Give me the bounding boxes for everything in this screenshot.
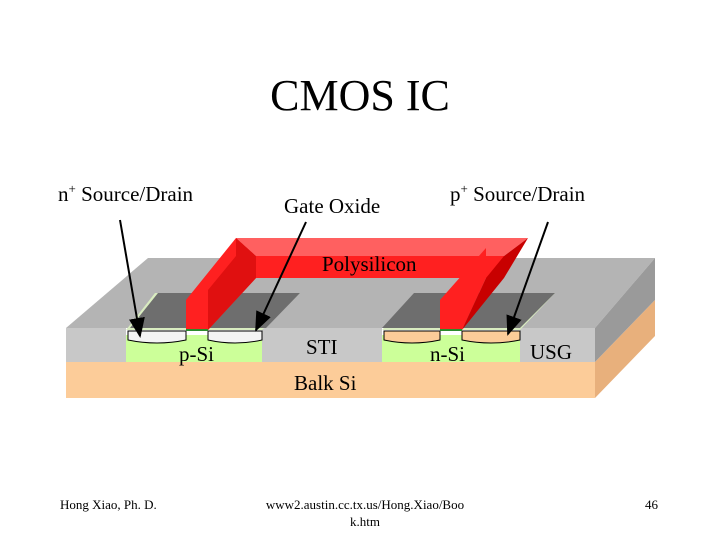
pmos-right-sd — [461, 330, 521, 344]
p-source-drain-sup: + — [460, 181, 468, 196]
footer-url-line1: www2.austin.cc.tx.us/Hong.Xiao/Boo — [265, 497, 465, 512]
nmos-left-sd — [127, 330, 187, 344]
polysilicon-label: Polysilicon — [322, 252, 417, 276]
polysilicon-pmos-leg-front — [440, 248, 486, 330]
n-source-drain-sup: + — [68, 181, 76, 196]
n-source-drain-label: n+ Source/Drain — [58, 181, 193, 207]
usg-right-front — [520, 328, 595, 362]
p-si-label: p-Si — [179, 342, 215, 366]
n-source-drain-prefix: n — [58, 182, 69, 206]
footer-author: Hong Xiao, Ph. D. — [60, 497, 157, 512]
balk-si-label: Balk Si — [294, 371, 357, 395]
nmos-right-sd — [207, 330, 263, 344]
footer-url-line2: k.htm — [350, 514, 380, 529]
sti-label: STI — [306, 335, 338, 359]
substrate-front — [66, 362, 595, 398]
p-source-drain-text: Source/Drain — [467, 182, 586, 206]
polysilicon-nmos-leg-side — [208, 238, 256, 330]
pmos-left-sd — [383, 330, 441, 344]
polysilicon-pmos-leg-side — [462, 238, 528, 330]
usg-left-front — [66, 328, 126, 362]
polysilicon-top — [236, 238, 528, 256]
n-si-label: n-Si — [430, 342, 466, 366]
sti-front — [262, 328, 382, 362]
arrow-n-source-drain — [119, 219, 145, 338]
p-source-drain-prefix: p — [450, 182, 461, 206]
footer-page-number: 46 — [645, 497, 658, 512]
usg-label: USG — [530, 340, 573, 364]
usg-side — [595, 258, 655, 362]
arrow-p-source-drain — [506, 221, 549, 336]
arrow-gate-oxide — [255, 221, 307, 332]
n-source-drain-text: Source/Drain — [75, 182, 194, 206]
polysilicon-bridge-front — [256, 256, 504, 278]
p-source-drain-label: p+ Source/Drain — [450, 181, 585, 207]
slide-title: CMOS IC — [270, 71, 450, 120]
gate-oxide-label: Gate Oxide — [284, 194, 381, 218]
substrate-side — [595, 300, 655, 398]
